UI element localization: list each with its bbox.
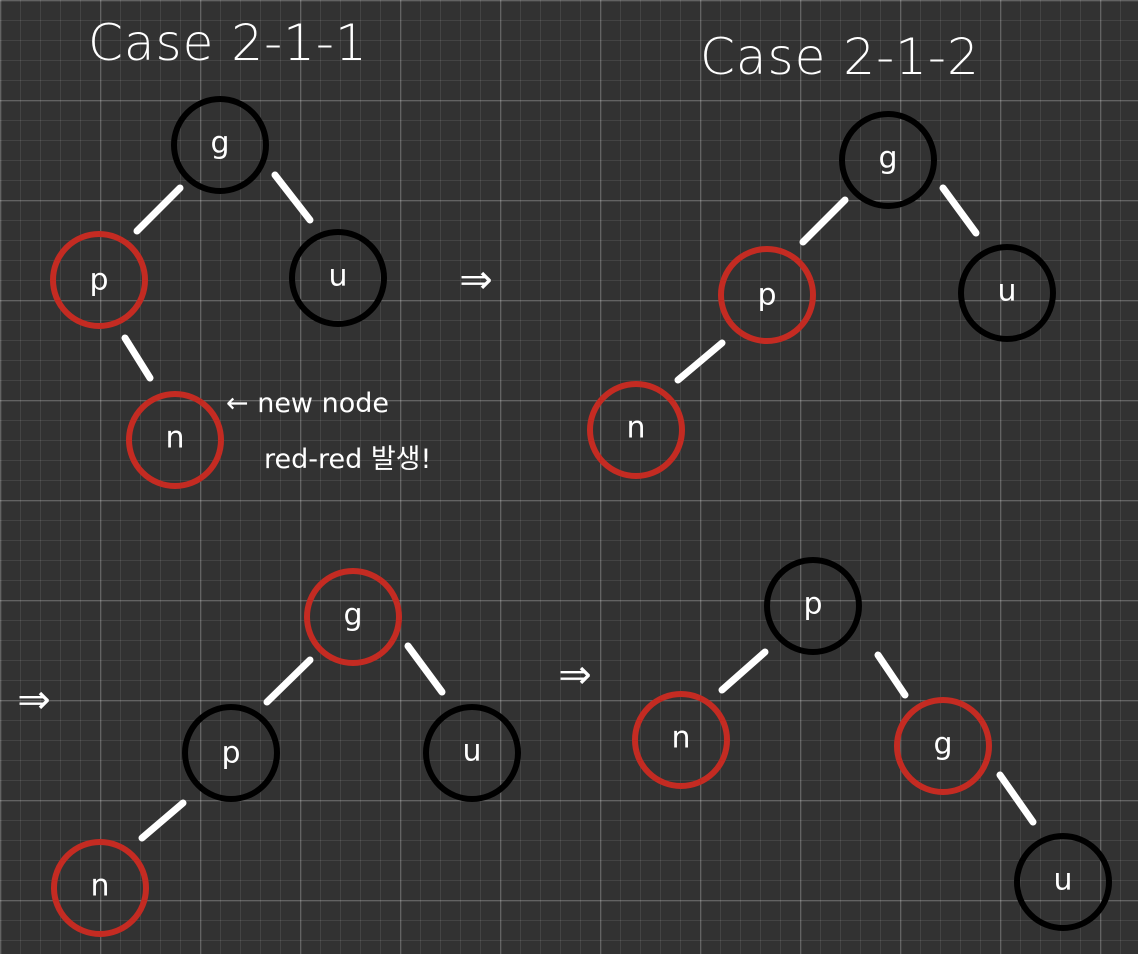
- node-n: [587, 381, 685, 479]
- node-n: [126, 391, 224, 489]
- annotation-red-red: red-red 발생!: [264, 444, 431, 475]
- node-u-label: u: [1053, 863, 1072, 898]
- node-u: [958, 244, 1056, 342]
- diagram-3: g p u n: [51, 568, 521, 937]
- node-n: [51, 839, 149, 937]
- edge-p-n: [121, 334, 154, 382]
- node-u: [423, 704, 521, 802]
- node-u-label: u: [462, 734, 481, 769]
- node-p-label: p: [803, 587, 822, 622]
- edge-p-g: [874, 651, 909, 699]
- edge-g-p: [263, 656, 314, 706]
- node-n-label: n: [671, 721, 690, 756]
- node-g-label: g: [878, 141, 897, 176]
- edge-g-u: [271, 171, 314, 224]
- arrow-2: ⇒: [17, 677, 51, 723]
- node-p-label: p: [221, 736, 240, 771]
- arrow-1: ⇒: [459, 257, 493, 303]
- node-u: [1014, 833, 1112, 931]
- edge-p-n: [718, 648, 769, 694]
- node-u-label: u: [328, 259, 347, 294]
- node-u: [289, 229, 387, 327]
- arrow-3: ⇒: [558, 652, 592, 698]
- node-p-label: p: [757, 278, 776, 313]
- node-g-label: g: [343, 598, 362, 633]
- edge-p-n: [138, 799, 187, 842]
- node-n-label: n: [90, 869, 109, 904]
- edge-p-n: [674, 339, 726, 384]
- diagram-4: p n g u: [632, 557, 1112, 931]
- edge-g-u: [939, 184, 980, 237]
- diagram-2: g p u n: [587, 111, 1056, 479]
- title-case-2-1-2: Case 2-1-2: [700, 28, 980, 86]
- title-case-2-1-1: Case 2-1-1: [88, 14, 368, 72]
- edge-g-u: [996, 771, 1037, 826]
- node-n: [632, 691, 730, 789]
- edge-g-u: [404, 642, 446, 696]
- edge-g-p: [799, 196, 849, 246]
- node-g: [839, 111, 937, 209]
- node-p: [182, 704, 280, 802]
- node-p-label: p: [89, 263, 108, 298]
- node-p: [50, 231, 148, 329]
- node-g: [894, 697, 992, 795]
- node-n-label: n: [165, 421, 184, 456]
- node-p: [718, 246, 816, 344]
- diagram-1: g p u n ← new node red-red 발생!: [50, 96, 431, 489]
- annotation-new-node: ← new node: [226, 388, 389, 419]
- node-g: [304, 568, 402, 666]
- node-u-label: u: [997, 274, 1016, 309]
- edge-g-p: [133, 184, 184, 235]
- node-p: [764, 557, 862, 655]
- node-n-label: n: [626, 411, 645, 446]
- node-g-label: g: [210, 126, 229, 161]
- node-g-label: g: [933, 727, 952, 762]
- node-g: [171, 96, 269, 194]
